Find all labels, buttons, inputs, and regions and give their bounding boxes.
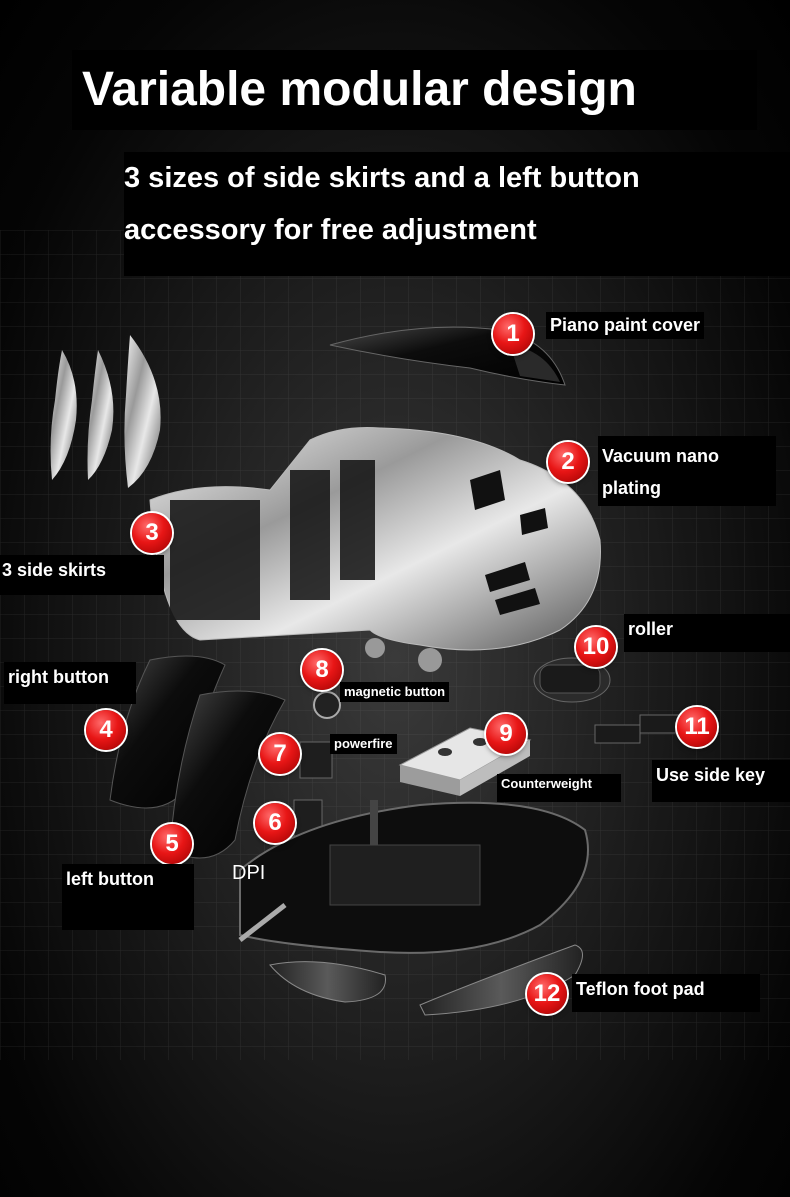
powerfire-button-part bbox=[299, 741, 333, 779]
side-skirts-part bbox=[50, 335, 161, 488]
callout-badge-7: 7 bbox=[260, 734, 300, 774]
callout-badge-5: 5 bbox=[152, 824, 192, 864]
page-title: Variable modular design bbox=[72, 50, 757, 130]
callout-badge-11: 11 bbox=[677, 707, 717, 747]
callout-label-piano-paint-cover: Piano paint cover bbox=[546, 312, 705, 339]
callout-badge-12: 12 bbox=[527, 974, 567, 1014]
callout-badge-4: 4 bbox=[86, 710, 126, 750]
callout-label-roller: roller bbox=[624, 614, 790, 652]
subtitle-line-1: 3 sizes of side skirts and a left button bbox=[124, 162, 640, 194]
callout-badge-10: 10 bbox=[576, 627, 616, 667]
callout-badge-1: 1 bbox=[493, 314, 533, 354]
roller-part bbox=[533, 657, 611, 703]
callout-label-counterweight: Counterweight bbox=[497, 774, 621, 802]
vacuum-label-line-1: Vacuum nano bbox=[602, 446, 720, 466]
callout-label-use-side-key: Use side key bbox=[652, 760, 790, 802]
side-key-part bbox=[594, 714, 686, 744]
callout-badge-3: 3 bbox=[132, 513, 172, 553]
callout-badge-8: 8 bbox=[302, 650, 342, 690]
left-button-part bbox=[169, 690, 286, 859]
callout-badge-2: 2 bbox=[548, 442, 588, 482]
callout-label-left-button: left button bbox=[62, 864, 194, 930]
callout-badge-9: 9 bbox=[486, 714, 526, 754]
page-subtitle: 3 sizes of side skirts and a left button… bbox=[124, 152, 790, 276]
subtitle-line-2: accessory for free adjustment bbox=[124, 214, 537, 246]
callout-label-side-skirts: 3 side skirts bbox=[0, 555, 164, 595]
callout-badge-6: 6 bbox=[255, 803, 295, 843]
callout-label-right-button: right button bbox=[4, 662, 136, 704]
vacuum-label-line-2: plating bbox=[602, 478, 661, 498]
callout-label-vacuum-nano-plating: Vacuum nano plating bbox=[598, 436, 776, 506]
magnetic-button-part bbox=[313, 691, 341, 719]
callout-label-magnetic-button: magnetic button bbox=[340, 682, 450, 703]
chrome-shell-part bbox=[149, 427, 601, 672]
base-plate-part bbox=[238, 800, 589, 954]
callout-label-teflon-foot-pad: Teflon foot pad bbox=[572, 974, 760, 1012]
callout-label-dpi: DPI bbox=[232, 862, 266, 884]
callout-label-powerfire: powerfire bbox=[330, 734, 397, 755]
teflon-foot-pad-part bbox=[269, 944, 583, 1016]
